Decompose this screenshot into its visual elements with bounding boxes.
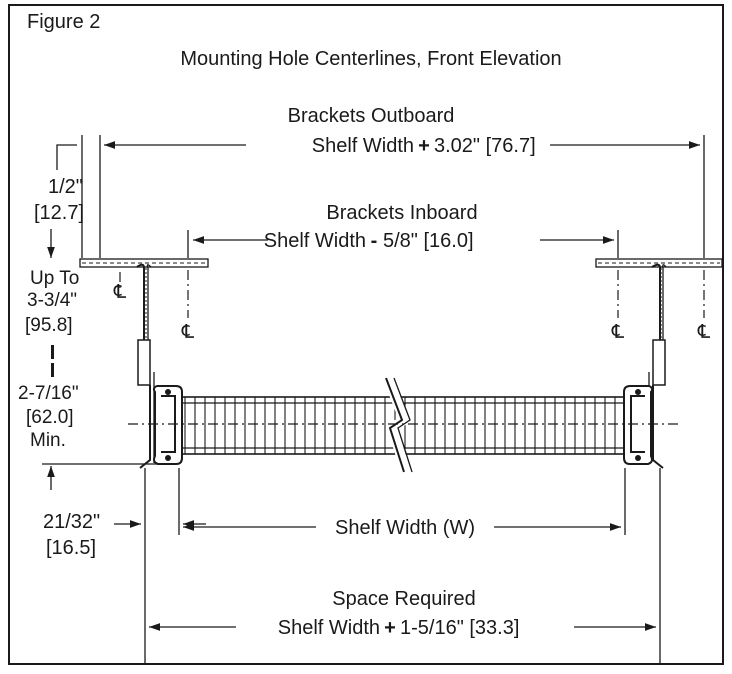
centerline-outboard-left: ℄ [113, 272, 127, 303]
figure-label: Figure 2 [27, 11, 100, 33]
centerline-icon: ℄ [611, 322, 625, 343]
centerline-inboard-left: ℄ [181, 270, 195, 343]
min-metric: [62.0] [26, 407, 74, 428]
centerline-icon: ℄ [113, 282, 127, 303]
side-metric: [16.5] [46, 537, 96, 559]
min-value: 2-7/16" [18, 383, 79, 404]
outboard-prefix: Shelf Width [312, 135, 414, 157]
inboard-prefix: Shelf Width [264, 230, 366, 252]
half-inch-leader [56, 144, 77, 170]
up-to-metric: [95.8] [25, 315, 73, 336]
outboard-label: Brackets Outboard [288, 105, 455, 127]
inboard-value: 5/8" [16.0] [383, 230, 474, 252]
range-bar-top [51, 345, 54, 359]
space-required-prefix: Shelf Width [278, 617, 380, 639]
inboard-op: - [371, 230, 378, 252]
shelf-body [128, 376, 680, 474]
min-label: Min. [30, 430, 66, 451]
range-bar-bottom [51, 363, 54, 377]
centerline-inboard-right: ℄ [611, 270, 625, 343]
inboard-label: Brackets Inboard [326, 202, 477, 224]
outboard-value: 3.02" [76.7] [434, 135, 536, 157]
up-to-value: 3-3/4" [27, 290, 77, 311]
figure-title: Mounting Hole Centerlines, Front Elevati… [180, 48, 561, 70]
space-required-label: Space Required [332, 588, 475, 610]
outboard-op: + [418, 135, 430, 157]
centerline-outboard-right: ℄ [697, 270, 711, 343]
centerline-icon: ℄ [697, 322, 711, 343]
half-inch-metric: [12.7] [34, 202, 84, 224]
side-label: 21/32" [43, 511, 100, 533]
space-required-value: 1-5/16" [33.3] [400, 617, 519, 639]
up-to-label: Up To [30, 268, 79, 289]
shelf-width-label: Shelf Width (W) [335, 517, 475, 539]
half-inch-label: 1/2" [48, 176, 83, 198]
centerline-icon: ℄ [181, 322, 195, 343]
space-required-op: + [384, 617, 396, 639]
figure-border [8, 4, 724, 665]
